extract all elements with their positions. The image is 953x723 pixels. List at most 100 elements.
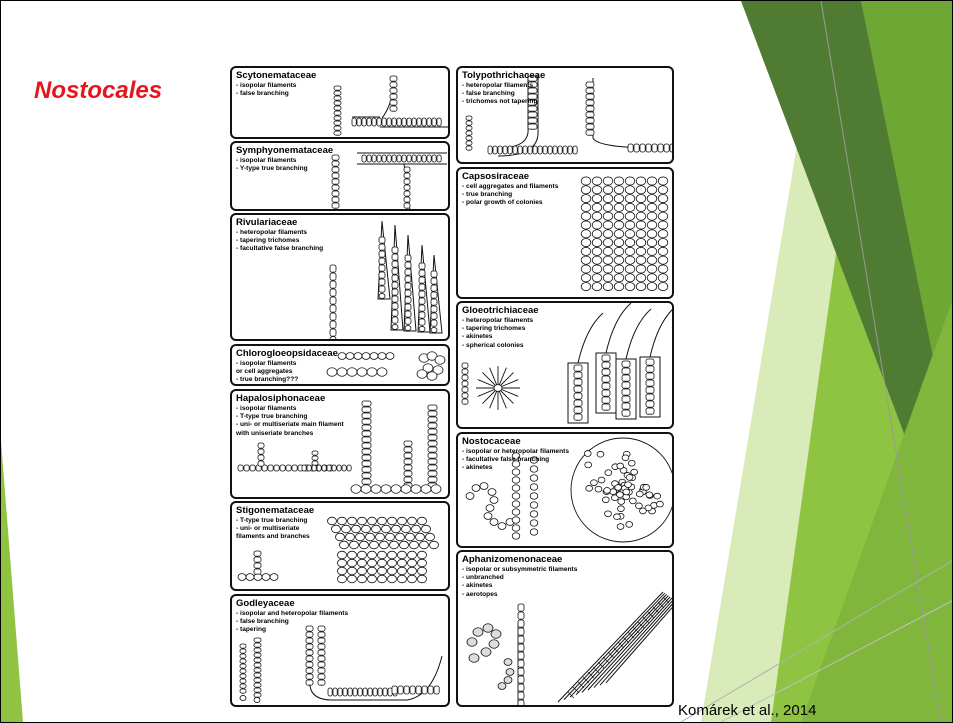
family-name: Chlorogloeopsidaceae xyxy=(236,348,338,359)
cell xyxy=(629,498,636,504)
cell xyxy=(586,82,594,87)
cell xyxy=(664,144,669,152)
cell xyxy=(373,688,377,696)
cell xyxy=(636,256,646,264)
cell xyxy=(306,650,313,655)
sheath xyxy=(600,600,674,685)
cell xyxy=(625,212,635,220)
cell xyxy=(614,186,624,194)
cell xyxy=(518,652,524,659)
cell xyxy=(346,533,355,541)
cell xyxy=(432,118,436,126)
cell xyxy=(358,567,367,575)
cell xyxy=(348,551,357,559)
trait-item: - uni- or multiseriate main filament xyxy=(236,421,344,429)
cell xyxy=(504,677,512,684)
sheath xyxy=(626,309,651,359)
family-panel: Rivulariaceae- heteropolar filaments- ta… xyxy=(230,213,450,341)
cell xyxy=(379,258,385,264)
cell xyxy=(528,106,537,111)
family-name: Capsosiraceae xyxy=(462,171,529,182)
cell xyxy=(573,146,577,154)
family-name: Godleyaceae xyxy=(236,598,295,609)
cell xyxy=(603,212,613,220)
cell xyxy=(377,155,381,162)
cell xyxy=(617,463,624,469)
cell xyxy=(318,656,325,661)
cell xyxy=(238,465,243,471)
cell xyxy=(488,489,496,496)
cell xyxy=(362,525,371,533)
cell xyxy=(379,272,385,278)
cell xyxy=(603,283,613,291)
cell xyxy=(330,305,336,312)
cell xyxy=(332,167,339,172)
cell xyxy=(508,146,512,154)
trait-item: - T-type true branching xyxy=(236,413,344,421)
cell xyxy=(592,247,602,255)
cell xyxy=(518,676,524,683)
cell xyxy=(563,146,567,154)
trait-item: - heteropolar filaments xyxy=(462,82,537,90)
sheath xyxy=(588,598,672,690)
cell xyxy=(625,221,635,229)
trait-item: - akinetes xyxy=(462,333,533,341)
cell xyxy=(422,118,426,126)
cell xyxy=(462,393,468,398)
cell xyxy=(592,256,602,264)
cell xyxy=(362,413,371,418)
cell xyxy=(636,239,646,247)
cell xyxy=(518,636,524,643)
cell xyxy=(428,453,437,458)
cell xyxy=(602,390,610,396)
cell xyxy=(362,479,371,484)
cell xyxy=(361,485,371,494)
trait-list: - isopolar filaments- Y-type true branch… xyxy=(236,157,308,173)
cell xyxy=(530,520,538,526)
cell xyxy=(404,185,410,190)
cell xyxy=(334,126,341,130)
trait-list: - isopolar filaments- T-type true branch… xyxy=(236,405,344,438)
cell xyxy=(405,290,411,296)
cell xyxy=(597,451,604,457)
cell xyxy=(603,195,613,203)
cell xyxy=(622,403,630,409)
cell xyxy=(254,653,261,657)
cell xyxy=(377,368,387,377)
trait-list: - isopolar filaments- false branching xyxy=(236,82,296,98)
cell xyxy=(636,274,646,282)
cell xyxy=(402,155,406,162)
cell xyxy=(358,517,367,525)
cell xyxy=(428,435,437,440)
cell xyxy=(404,173,410,178)
cell xyxy=(419,277,425,283)
cell xyxy=(411,485,421,494)
cell xyxy=(330,321,336,328)
cell xyxy=(658,230,668,238)
cell xyxy=(408,551,417,559)
cell xyxy=(427,118,431,126)
cell xyxy=(603,239,613,247)
cell xyxy=(489,640,499,649)
cell xyxy=(388,517,397,525)
trait-item: with uniseriate branches xyxy=(236,430,344,438)
family-panel: Capsosiraceae- cell aggregates and filam… xyxy=(456,167,674,299)
cell xyxy=(512,533,520,539)
cell xyxy=(368,567,377,575)
cell xyxy=(428,471,437,476)
cell xyxy=(318,662,325,667)
cell xyxy=(428,465,437,470)
cell xyxy=(614,221,624,229)
cell xyxy=(418,559,427,567)
trait-item: - polar growth of colonies xyxy=(462,199,558,207)
cell xyxy=(647,186,657,194)
cell xyxy=(602,497,609,503)
cell xyxy=(431,278,437,284)
cell xyxy=(574,365,582,371)
family-name: Scytonemataceae xyxy=(236,70,316,81)
cell xyxy=(378,551,387,559)
cell xyxy=(622,368,630,374)
cell xyxy=(658,212,668,220)
cell xyxy=(586,485,593,491)
cell xyxy=(338,353,346,360)
